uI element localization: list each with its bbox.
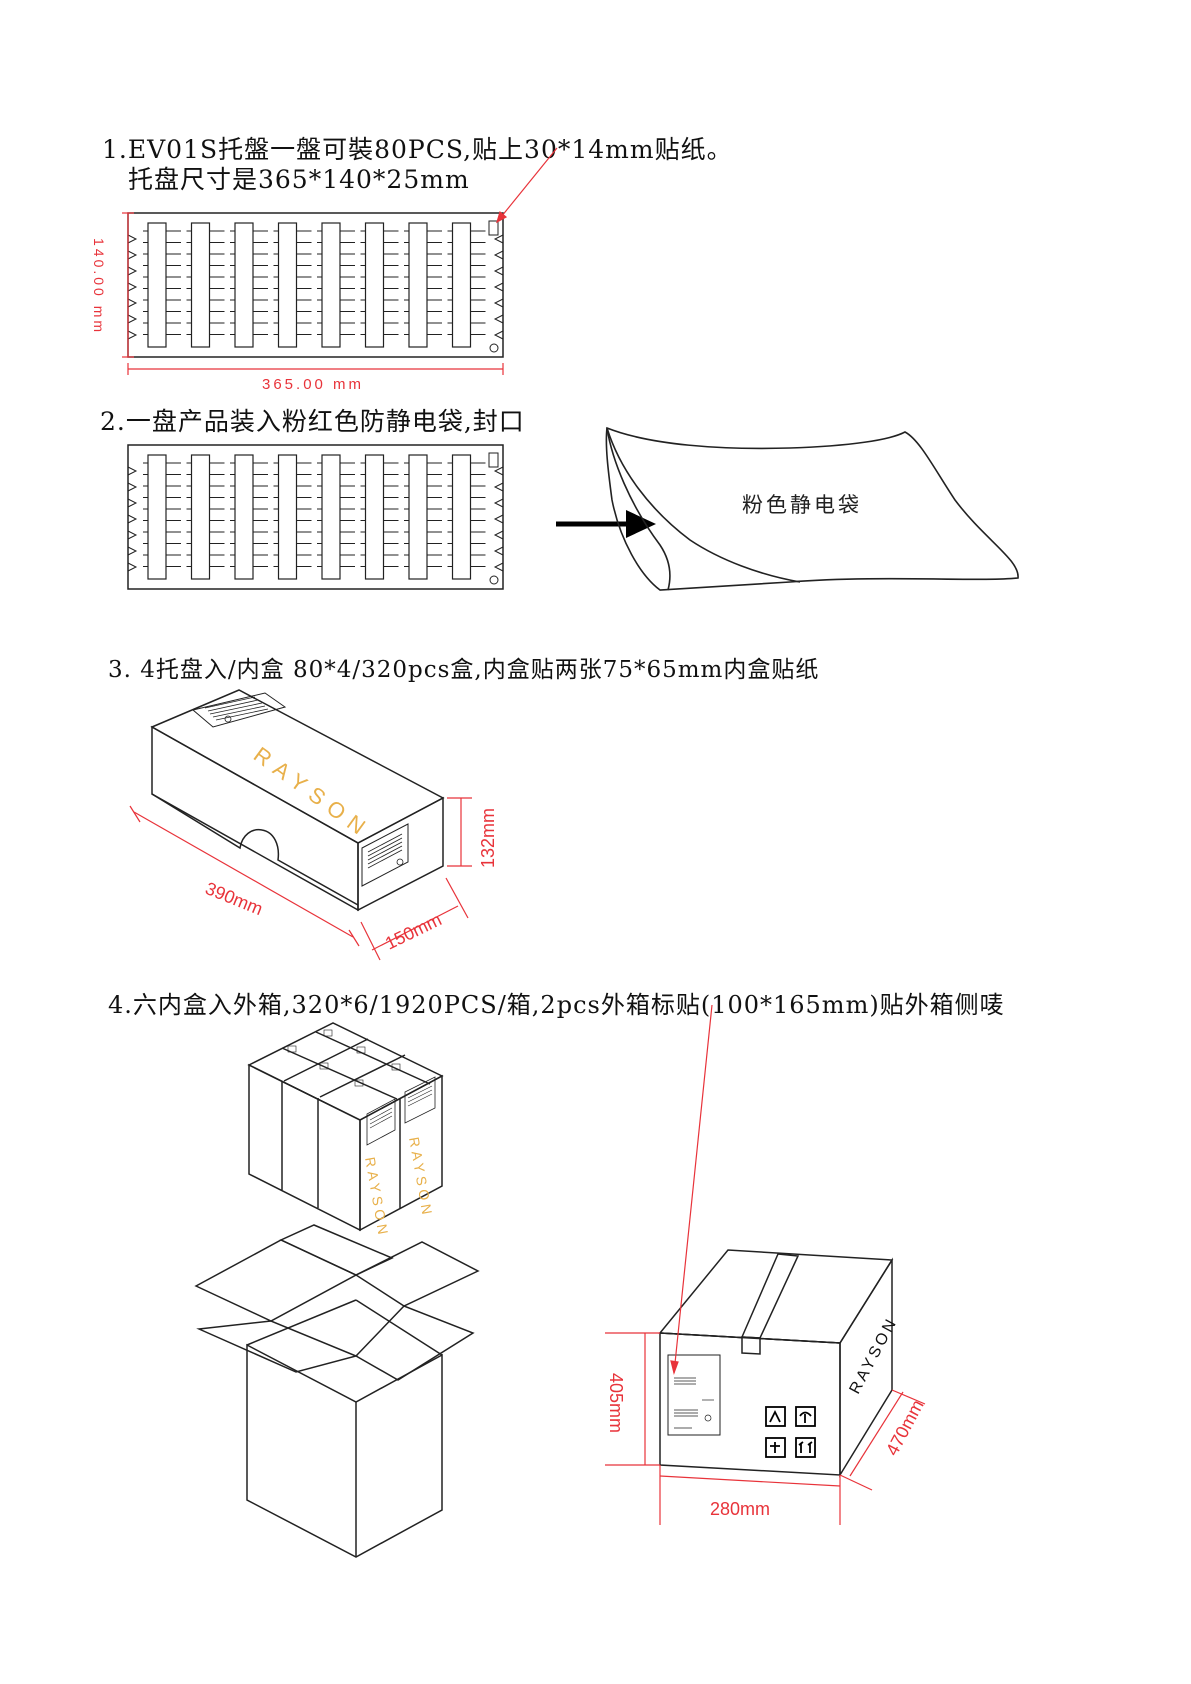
tray-slot-column (148, 455, 166, 579)
tray-slot-column (453, 455, 471, 579)
bag-label: 粉色静电袋 (742, 494, 862, 517)
tray-notch (495, 299, 503, 307)
tray-notch (495, 251, 503, 259)
sealed-carton-icon (660, 1250, 892, 1475)
carton-height-label: 405mm (606, 1373, 626, 1433)
tray-notch (128, 251, 136, 259)
inner-box-height-label: 132mm (478, 808, 498, 868)
tray-notch (495, 547, 503, 555)
tray-notch (495, 267, 503, 275)
tray-notch (495, 283, 503, 291)
tray-notch (495, 331, 503, 339)
tray-slot-column (279, 223, 297, 347)
sticker-pointer-arrow (497, 148, 557, 222)
tray-outline (128, 213, 503, 357)
carton-length-label: 470mm (882, 1396, 928, 1458)
tray-notch (128, 299, 136, 307)
tray-notch (495, 467, 503, 475)
carton-icon (196, 1225, 478, 1557)
tray-sticker (489, 453, 498, 467)
tray-notch (128, 235, 136, 243)
tray-notch (128, 267, 136, 275)
tray-outline (128, 445, 503, 589)
tray-notch (495, 531, 503, 539)
tray-slot-column (453, 223, 471, 347)
tray-slot-column (235, 455, 253, 579)
carton-brand: RAYSON (847, 1314, 902, 1396)
tray-icon (128, 213, 503, 357)
tray-dimension-lines (122, 213, 503, 375)
tray-slot-column (366, 223, 384, 347)
tray-notch (128, 315, 136, 323)
tray-slot-column (409, 223, 427, 347)
tray-slot-column (279, 455, 297, 579)
tray-slot-column (366, 455, 384, 579)
tray-notch (128, 531, 136, 539)
tray-notch (128, 547, 136, 555)
tray-slot-column (192, 223, 210, 347)
inner-boxes-stack (249, 1023, 442, 1230)
tray-notch (495, 315, 503, 323)
inner-box-length-label: 390mm (203, 878, 266, 919)
tray-notch (128, 499, 136, 507)
tray-slot-column (409, 455, 427, 579)
tray-slot-column (235, 223, 253, 347)
inner-box-width-label: 150mm (382, 909, 445, 953)
tray-notch (495, 563, 503, 571)
tray-notch (128, 563, 136, 571)
tray-hole (490, 576, 498, 584)
tray-notch (495, 483, 503, 491)
tray-width-label: 365.00 mm (262, 376, 364, 393)
tray-notch (128, 483, 136, 491)
inner-box-icon (152, 690, 443, 910)
tray-notch (128, 283, 136, 291)
tray-sticker (489, 221, 498, 235)
tray-notch (128, 515, 136, 523)
tray-icon (128, 445, 503, 589)
tray-notch (128, 331, 136, 339)
tray-slot-column (192, 455, 210, 579)
tray-notch (495, 499, 503, 507)
tray-slot-column (148, 223, 166, 347)
arrow-right-icon (556, 510, 656, 538)
tray-slot-column (322, 223, 340, 347)
carton-label-pointer-arrow (671, 1005, 712, 1373)
tray-hole (490, 344, 498, 352)
tray-height-label: 140.00 mm (91, 238, 107, 335)
handling-symbols-icon (766, 1407, 815, 1457)
tray-notch (495, 515, 503, 523)
stack-brand-right: RAYSON (406, 1136, 436, 1220)
tray-notch (495, 235, 503, 243)
tray-notch (128, 467, 136, 475)
carton-width-label: 280mm (710, 1499, 770, 1519)
tray-slot-column (322, 455, 340, 579)
